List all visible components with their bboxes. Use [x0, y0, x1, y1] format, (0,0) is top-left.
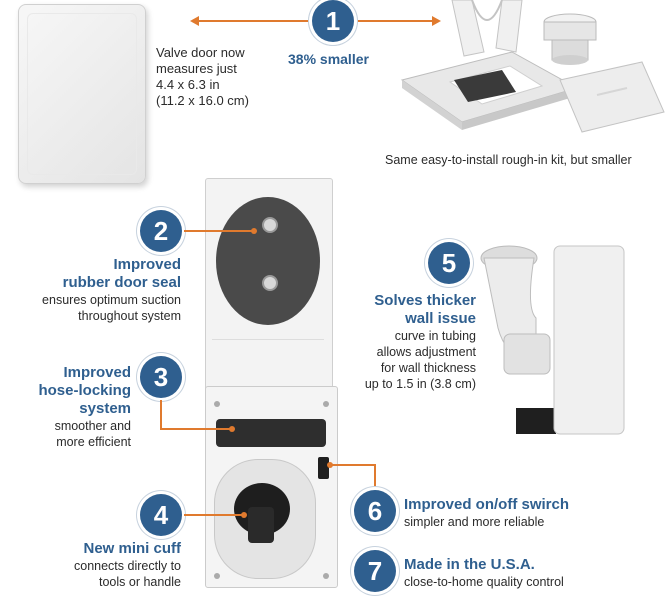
feature-7-body: close-to-home quality control: [404, 575, 564, 589]
feature-5-badge: 5: [428, 242, 470, 284]
feature-6-heading: Improved on/off swirch: [404, 496, 570, 513]
feature-5-heading-line: wall issue: [405, 310, 476, 327]
feature-6-pointer-horizontal: [330, 464, 376, 466]
feature-2-badge: 2: [140, 210, 182, 252]
feature-2-body-line: ensures optimum suction: [42, 293, 181, 307]
feature-2-heading-line: rubber door seal: [62, 274, 181, 291]
feature-4-heading: New mini cuff: [83, 540, 181, 557]
closed-valve-door-image: [18, 4, 146, 184]
feature-3-badge: 3: [140, 356, 182, 398]
feature-7-text: Made in the U.S.A. close-to-home quality…: [404, 556, 564, 590]
feature-7-badge: 7: [354, 550, 396, 592]
width-arrow-right-head: [432, 16, 441, 26]
gasket: [454, 70, 516, 102]
feature-4-body-line: connects directly to: [74, 559, 181, 573]
feature-2-body-line: throughout system: [78, 309, 181, 323]
feature-2-pointer: [184, 230, 254, 232]
feature-6-badge: 6: [354, 490, 396, 532]
size-note-line: 4.4 x 6.3 in: [156, 77, 220, 92]
feature-2-text: Improved rubber door seal ensures optimu…: [10, 256, 181, 324]
feature-3-body-line: more efficient: [56, 435, 131, 449]
kit-caption: Same easy-to-install rough-in kit, but s…: [385, 153, 632, 167]
open-valve-door-panel: [205, 178, 333, 392]
bracket: [451, 0, 523, 57]
feature-3-text: Improved hose-locking system smoother an…: [10, 364, 131, 450]
feature-6-pointer-vertical: [374, 464, 376, 490]
smaller-label: 38% smaller: [288, 51, 369, 67]
feature-3-pointer-dot: [229, 426, 235, 432]
feature-5-body-line: up to 1.5 in (3.8 cm): [364, 377, 476, 391]
feature-5-heading-line: Solves thicker: [374, 292, 476, 309]
feature-7-heading: Made in the U.S.A.: [404, 556, 535, 573]
feature-4-text: New mini cuff connects directly to tools…: [10, 540, 181, 590]
feature-2-heading-line: Improved: [113, 256, 181, 273]
feature-4-pointer: [184, 514, 244, 516]
feature-6-text: Improved on/off swirch simpler and more …: [404, 496, 569, 530]
feature-3-heading-line: system: [79, 400, 131, 417]
size-note-line: Valve door now: [156, 45, 245, 60]
feature-6-body: simpler and more reliable: [404, 515, 545, 529]
size-note-line: (11.2 x 16.0 cm): [156, 93, 249, 108]
feature-5-text: Solves thicker wall issue curve in tubin…: [330, 292, 476, 392]
width-arrow-left-head: [190, 16, 199, 26]
rough-in-kit-image: [400, 0, 665, 133]
size-note-line: measures just: [156, 61, 237, 76]
feature-3-pointer-horizontal: [160, 428, 232, 430]
feature-2-pointer-dot: [251, 228, 257, 234]
feature-5-body-line: curve in tubing: [394, 329, 476, 343]
feature-3-body-line: smoother and: [54, 419, 131, 433]
feature-4-body-line: tools or handle: [98, 575, 181, 589]
feature-3-pointer-vertical: [160, 400, 162, 430]
feature-5-body-line: allows adjustment: [376, 345, 476, 359]
hose-locking-mechanism: [216, 419, 326, 447]
feature-4-badge: 4: [140, 494, 182, 536]
feature-3-heading-line: Improved: [63, 364, 131, 381]
size-note: Valve door now measures just 4.4 x 6.3 i…: [156, 45, 249, 109]
cover-plate: [559, 61, 665, 133]
feature-5-body-line: for wall thickness: [380, 361, 476, 375]
feature-3-heading-line: hose-locking: [38, 382, 131, 399]
feature-1-badge-front: 1: [312, 0, 354, 42]
curved-tubing-valve-image: [480, 245, 625, 435]
feature-4-pointer-dot: [241, 512, 247, 518]
pipe-fitting: [543, 13, 597, 65]
valve-body: [205, 386, 338, 588]
on-off-switch: [318, 457, 329, 479]
